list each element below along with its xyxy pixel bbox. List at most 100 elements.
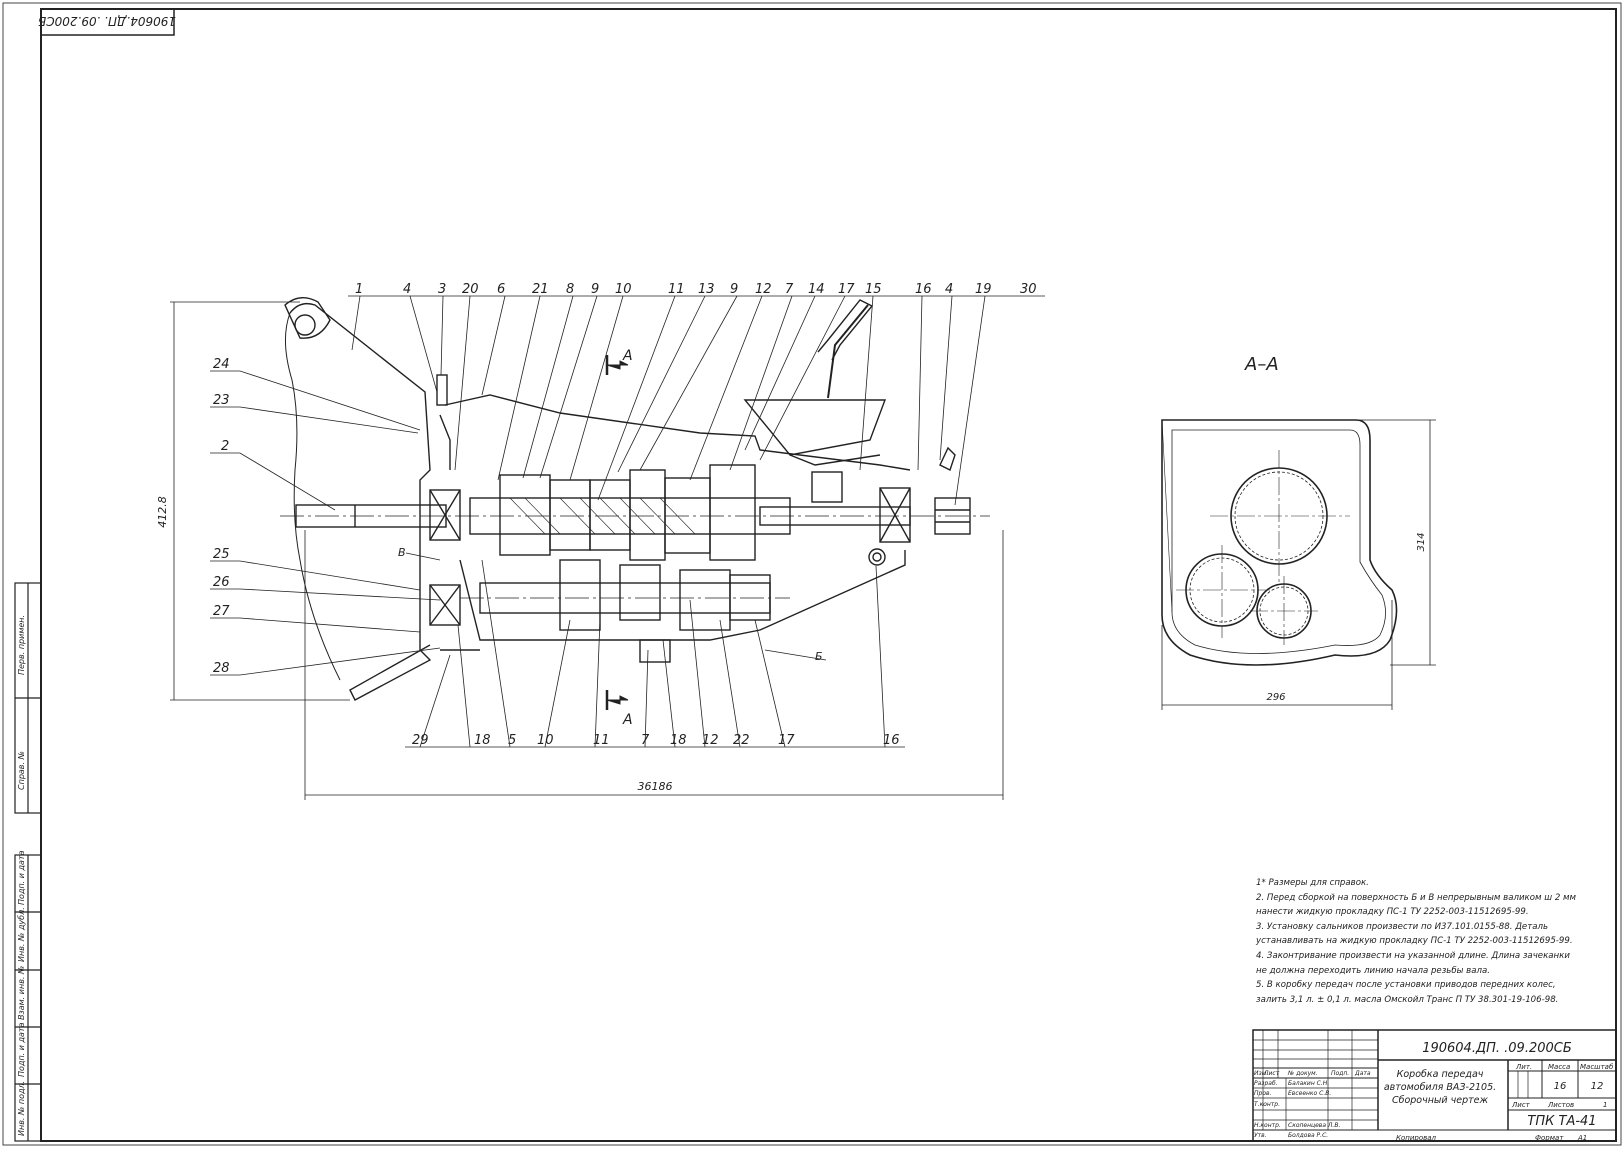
callout-top: 30: [1020, 282, 1037, 297]
cut-label-top: А: [622, 348, 633, 364]
counter-front-bearing: [429, 584, 461, 626]
clutch-housing: [289, 302, 432, 701]
lever-base: [811, 471, 843, 503]
callout-top: 19: [975, 282, 992, 297]
callout-bottom: 12: [702, 733, 719, 748]
rear-stud: [939, 446, 956, 471]
counter-gear-1: [559, 559, 601, 631]
callout-top: 12: [755, 282, 772, 297]
tb-role: Н.контр.: [1254, 1122, 1281, 1129]
callout-top: 9: [591, 282, 599, 297]
org-code: ТПК ТА-41: [1527, 1114, 1596, 1129]
breather: [436, 374, 448, 406]
section-case: [1161, 419, 1398, 666]
note-line: 2. Перед сборкой на поверхность Б и В не…: [1256, 892, 1576, 903]
gear-2: [549, 479, 591, 551]
dimension-lines: [170, 301, 1004, 800]
note-line: 3. Установку сальников произвести по И37…: [1256, 921, 1549, 932]
case-bottom: [459, 550, 906, 641]
scale-value: 12: [1591, 1081, 1604, 1092]
callout-top: 8: [566, 282, 574, 297]
callout-top: 1: [355, 282, 363, 297]
callout-top: 20: [462, 282, 479, 297]
title-line-3: Сборочный чертеж: [1392, 1095, 1489, 1106]
gear-1: [499, 474, 551, 556]
case-front: [439, 414, 451, 470]
section-centerlines: [1176, 450, 1350, 645]
section-dims: [1161, 419, 1436, 710]
cut-label-bottom: А: [622, 712, 633, 728]
counter-gear-4: [729, 574, 771, 621]
callout-top: 3: [438, 282, 446, 297]
side-label-2: Справ. №: [17, 751, 26, 790]
speedo-core: [872, 552, 882, 562]
callout-left: 24: [213, 357, 230, 372]
callout-top: 15: [865, 282, 882, 297]
surface-b: Б: [815, 650, 823, 663]
callout-leaders-left: [210, 370, 441, 676]
col-scale: Масштаб: [1580, 1063, 1614, 1071]
shift-boot: [743, 399, 887, 456]
callout-top: 4: [403, 282, 411, 297]
drain-plug: [639, 639, 671, 663]
housing-break-line: [284, 312, 341, 681]
callout-bottom: 5: [508, 733, 516, 748]
callout-top: 10: [615, 282, 632, 297]
speedo-drive: [868, 548, 886, 566]
rear-bearing: [879, 487, 911, 543]
mass-value: 16: [1554, 1081, 1567, 1092]
front-bearing: [429, 489, 461, 541]
title-line-2: автомобиля ВАЗ-2105.: [1384, 1082, 1496, 1093]
gear-4: [629, 469, 666, 561]
side-label-3: Подп. и дата: [17, 850, 26, 905]
tb-hdr: Лист: [1263, 1070, 1280, 1077]
side-label-6: Подп. и дата: [17, 1022, 26, 1077]
tb-hdr: Изм.: [1254, 1070, 1268, 1077]
dim-length: 36186: [638, 780, 673, 793]
callout-bottom: 18: [670, 733, 687, 748]
shift-lever: [827, 304, 869, 399]
tb-hdr: № докум.: [1287, 1070, 1318, 1077]
format-label: Формат: [1535, 1134, 1564, 1142]
tb-roles: Разраб. Пров. Т.контр. Н.контр. Утв. Бал…: [1254, 1080, 1340, 1139]
callout-left: 23: [213, 393, 230, 408]
side-label-1: Перв. примен.: [17, 615, 26, 675]
format-value: А1: [1577, 1134, 1587, 1142]
note-line: 4. Законтривание произвести на указанной…: [1256, 950, 1570, 961]
tb-role: Пров.: [1254, 1090, 1272, 1097]
copied-label: Копировал: [1396, 1134, 1437, 1142]
counter-gear-3: [679, 569, 731, 631]
callout-bottom: 17: [778, 733, 795, 748]
callouts-left-group: 24 23 2 25 26 27 28: [213, 357, 230, 676]
surface-v: В: [398, 546, 406, 559]
note-line: не должна переходить линию начала резьбы…: [1256, 965, 1490, 976]
title-line-1: Коробка передач: [1397, 1069, 1484, 1080]
note-line: 5. В коробку передач после установки при…: [1256, 980, 1556, 991]
tb-hdr: Подп.: [1331, 1070, 1349, 1077]
top-stamp-box: [40, 8, 175, 36]
section-hatching: [509, 497, 696, 535]
counter-gear-2: [619, 564, 661, 621]
callout-left: 25: [213, 547, 230, 562]
rear-nut: [934, 497, 971, 535]
sheet-label: Лист: [1511, 1101, 1531, 1109]
tb-name: Балакин С.Н.: [1288, 1080, 1329, 1087]
side-label-4: Инв. № дубл.: [17, 907, 26, 962]
side-stamp-labels: Перв. примен. Справ. № Подп. и дата Инв.…: [17, 615, 26, 1136]
callout-left: 27: [213, 604, 230, 619]
cut-marks: [605, 355, 629, 710]
mount-lug: [284, 297, 331, 339]
note-line: залить 3,1 л. ± 0,1 л. масла Омскойл Тра…: [1256, 994, 1559, 1005]
gearbox-assembly: [280, 297, 990, 701]
callout-bottom: 10: [537, 733, 554, 748]
callout-top: 17: [838, 282, 855, 297]
synchro-hub: [709, 464, 756, 561]
tb-name: Скопенцева Л.В.: [1288, 1122, 1340, 1129]
side-label-7: Инв. № подл.: [17, 1081, 26, 1136]
tb-header-row: Изм. Лист № докум. Подп. Дата: [1254, 1070, 1371, 1077]
gear-5: [664, 477, 711, 554]
callout-top: 4: [945, 282, 953, 297]
mount-eye: [294, 314, 316, 336]
